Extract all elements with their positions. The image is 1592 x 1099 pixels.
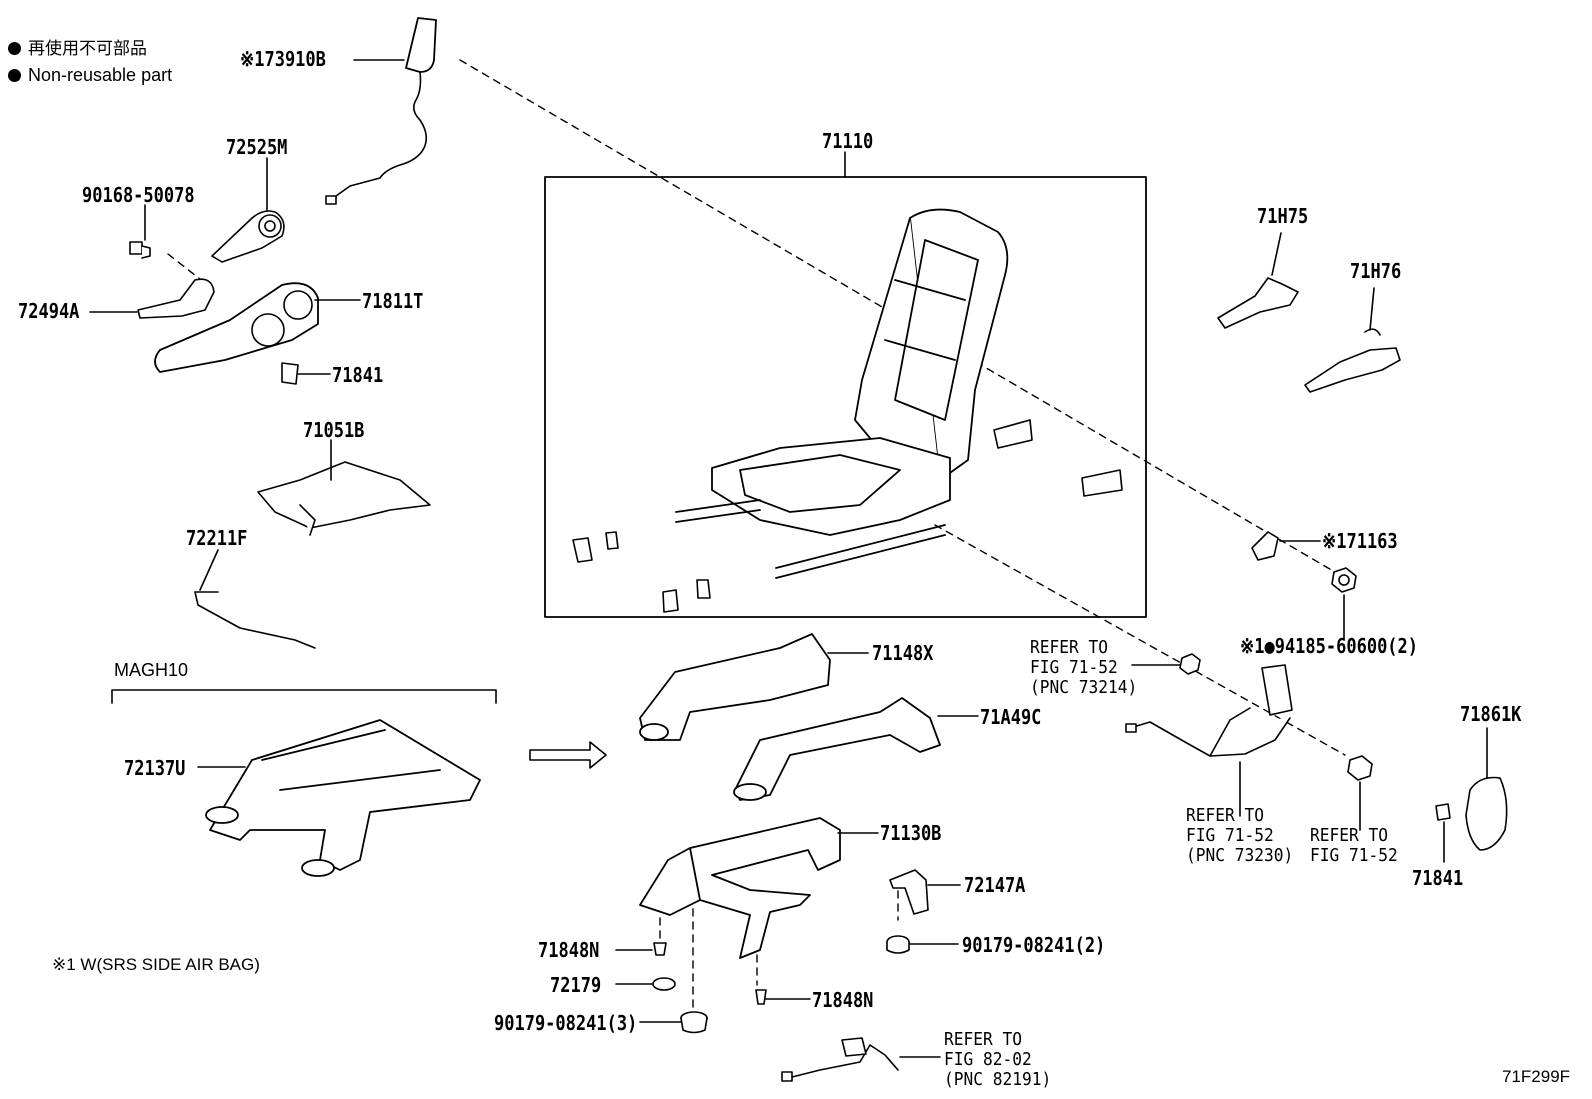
label-72137u: 72137U [124, 756, 186, 780]
label-71148x: 71148X [872, 641, 934, 665]
pad-72179-part [652, 977, 676, 991]
label-72147a: 72147A [964, 873, 1026, 897]
rail-71a49c-part [733, 697, 941, 801]
refer-note-pnc-73230: REFER TO FIG 71-52 (PNC 73230) [1186, 805, 1294, 866]
clip-71841-right-part [1435, 803, 1451, 821]
rail-71148x-part [639, 633, 831, 741]
nut-94185-part [1331, 567, 1357, 593]
variant-bracket [111, 689, 497, 704]
legend-jp: 再使用不可部品 [28, 39, 147, 59]
harness-bracket-part [257, 461, 431, 536]
harness-82191-part [781, 1037, 899, 1082]
buckle-harness-part [1125, 664, 1293, 757]
clip-71848n-lower-part [755, 989, 767, 1005]
bracket-72147a-part [889, 869, 929, 915]
label-71841-right: 71841 [1412, 866, 1464, 890]
bracket-71163-part [1251, 531, 1279, 561]
seat-frame-part [675, 208, 1009, 579]
label-71848n-lower: 71848N [812, 988, 874, 1012]
nut-90179-3-part [680, 1011, 708, 1034]
label-72494a: 72494A [18, 299, 80, 323]
label-90179-08241-2: 90179-08241(2) [962, 933, 1106, 957]
bracket-part [137, 278, 215, 319]
label-71841-left: 71841 [332, 363, 384, 387]
replacement-arrow [529, 741, 607, 769]
rail-frame-72137u-part [205, 719, 481, 877]
label-71861k: 71861K [1460, 702, 1522, 726]
label-72525m: 72525M [226, 135, 288, 159]
label-71163: ※171163 [1322, 529, 1398, 553]
label-73910b: ※173910B [240, 47, 326, 71]
legend: 再使用不可部品 Non-reusable part [8, 36, 172, 88]
label-71h76: 71H76 [1350, 259, 1402, 283]
label-71h75: 71H75 [1257, 204, 1309, 228]
label-72211f: 72211F [186, 526, 248, 550]
label-71130b: 71130B [880, 821, 942, 845]
footnote: ※1 W(SRS SIDE AIR BAG) [52, 955, 260, 974]
legend-en: Non-reusable part [28, 65, 173, 85]
label-71848n-upper: 71848N [538, 938, 600, 962]
bracket-71h75-part [1217, 277, 1299, 329]
nut-90179-2-part [886, 935, 910, 954]
figure-code: 71F299F [1502, 1067, 1571, 1086]
shield-cover-part [154, 282, 319, 373]
bracket-71h76-part [1304, 328, 1401, 393]
variant-label: MAGH10 [114, 660, 189, 680]
label-94185-60600: ※1●94185-60600(2) [1240, 634, 1419, 658]
refer-note-pnc-82191: REFER TO FIG 82-02 (PNC 82191) [944, 1029, 1052, 1090]
bullet-icon [8, 69, 21, 82]
label-71110: 71110 [822, 129, 874, 153]
clip-71848n-part [653, 942, 667, 956]
small-clips [572, 419, 1123, 613]
label-72179: 72179 [550, 973, 602, 997]
nut-73214-part [1179, 653, 1201, 675]
refer-note-pnc-73214: REFER TO FIG 71-52 (PNC 73214) [1030, 637, 1138, 698]
clip-part [281, 362, 299, 385]
label-90168-50078: 90168-50078 [82, 183, 195, 207]
wire-part [194, 591, 316, 649]
label-71051b: 71051B [303, 418, 365, 442]
bullet-icon [8, 42, 21, 55]
label-90179-08241-3: 90179-08241(3) [494, 1011, 638, 1035]
nut-7152-part [1347, 755, 1373, 781]
label-71a49c: 71A49C [980, 705, 1042, 729]
rail-71130b-part [639, 817, 841, 959]
cover-71861k-part [1465, 776, 1508, 851]
airbag-module-part [325, 17, 437, 205]
label-71811t: 71811T [362, 289, 424, 313]
dashed-guides [167, 59, 1346, 1013]
refer-note-fig-71-52: REFER TO FIG 71-52 [1310, 825, 1398, 866]
recliner-lever-part [211, 210, 285, 263]
bolt-part [129, 241, 151, 259]
